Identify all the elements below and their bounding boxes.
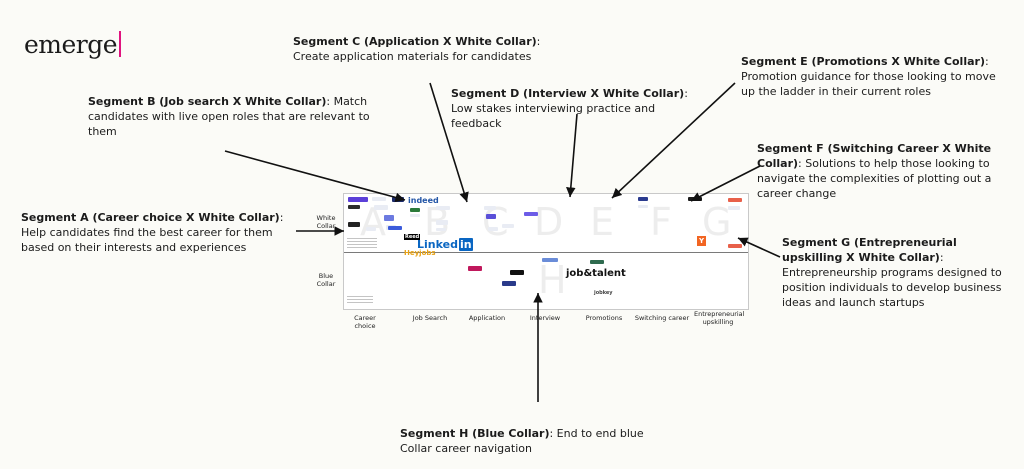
segment-d-text: Segment D (Interview X White Collar): Lo… bbox=[451, 87, 688, 130]
indeed-logo: indeed bbox=[408, 196, 439, 205]
row-label-white-collar: White Collar bbox=[316, 214, 336, 230]
emerge-logo: emerge bbox=[24, 30, 122, 59]
segment-f-text: Segment F (Switching Career X White Coll… bbox=[757, 142, 992, 200]
company-logo bbox=[374, 205, 388, 210]
company-logo bbox=[638, 205, 648, 208]
segment-g-text: Segment G (Entrepreneurial upskilling X … bbox=[782, 236, 1002, 309]
segment-a-text: Segment A (Career choice X White Collar)… bbox=[21, 211, 284, 254]
company-logo bbox=[366, 227, 376, 231]
ghost-letter-d: D bbox=[534, 200, 564, 244]
company-logo bbox=[502, 224, 514, 228]
column-label-career-choice: Career choice bbox=[354, 314, 376, 330]
segment-e-text: Segment E (Promotions X White Collar): P… bbox=[741, 55, 996, 98]
company-logo bbox=[728, 244, 742, 248]
company-logo bbox=[348, 205, 360, 209]
ghost-letter-g: G bbox=[702, 200, 732, 244]
column-label-interview: Interview bbox=[529, 314, 561, 322]
company-logo bbox=[410, 208, 420, 212]
company-logo bbox=[372, 197, 386, 201]
company-logo bbox=[488, 227, 498, 231]
arrow-segment-c bbox=[429, 82, 469, 203]
company-logo bbox=[484, 206, 496, 210]
segment-h-text: Segment H (Blue Collar): End to end blue… bbox=[400, 427, 644, 455]
linkedin-in-badge: in bbox=[458, 238, 473, 251]
company-logo bbox=[436, 206, 450, 210]
company-logo bbox=[348, 222, 360, 227]
company-logo bbox=[436, 228, 446, 231]
arrow-segment-e bbox=[611, 82, 736, 199]
company-logo bbox=[486, 214, 496, 219]
company-logo bbox=[542, 258, 558, 262]
column-label-promotions: Promotions bbox=[585, 314, 623, 322]
column-label-application: Application bbox=[468, 314, 506, 322]
company-logo bbox=[638, 197, 648, 201]
ghost-letter-e: E bbox=[590, 200, 615, 244]
company-logo bbox=[348, 197, 368, 202]
arrow-segment-d bbox=[566, 113, 578, 198]
company-logo bbox=[728, 198, 742, 202]
column-label-switching-career: Switching career bbox=[634, 314, 690, 322]
ycombinator-logo: Y bbox=[697, 236, 707, 246]
reed-logo: Reed bbox=[404, 234, 421, 240]
company-logo bbox=[510, 270, 524, 275]
jobtalent-logo: job&talent bbox=[566, 268, 626, 279]
company-logo bbox=[502, 281, 516, 286]
company-logo bbox=[590, 260, 604, 264]
company-logo bbox=[436, 220, 448, 225]
segment-c-text: Segment C (Application X White Collar): … bbox=[293, 35, 541, 63]
heyjobs-logo: Heyjobs bbox=[404, 249, 436, 257]
ghost-letter-f: F bbox=[650, 200, 672, 244]
company-logo bbox=[524, 212, 538, 216]
company-logo bbox=[410, 214, 420, 217]
jobkey-logo: jobkey bbox=[594, 290, 613, 296]
company-list bbox=[347, 296, 373, 305]
arrow-segment-g bbox=[737, 237, 781, 258]
company-logo bbox=[468, 266, 482, 271]
company-logo bbox=[388, 226, 402, 230]
row-label-blue-collar: Blue Collar bbox=[316, 272, 336, 288]
arrow-segment-b bbox=[224, 150, 406, 203]
arrow-segment-f bbox=[690, 165, 761, 202]
company-logo bbox=[728, 206, 740, 210]
company-list bbox=[347, 238, 377, 248]
segment-b-text: Segment B (Job search X White Collar): M… bbox=[88, 95, 370, 138]
column-label-entrepreneurial-upskilling: Entrepreneurial upskilling bbox=[694, 310, 745, 326]
column-label-job-search: Job Search bbox=[412, 314, 448, 322]
company-logo bbox=[384, 215, 394, 221]
row-divider bbox=[344, 252, 748, 253]
